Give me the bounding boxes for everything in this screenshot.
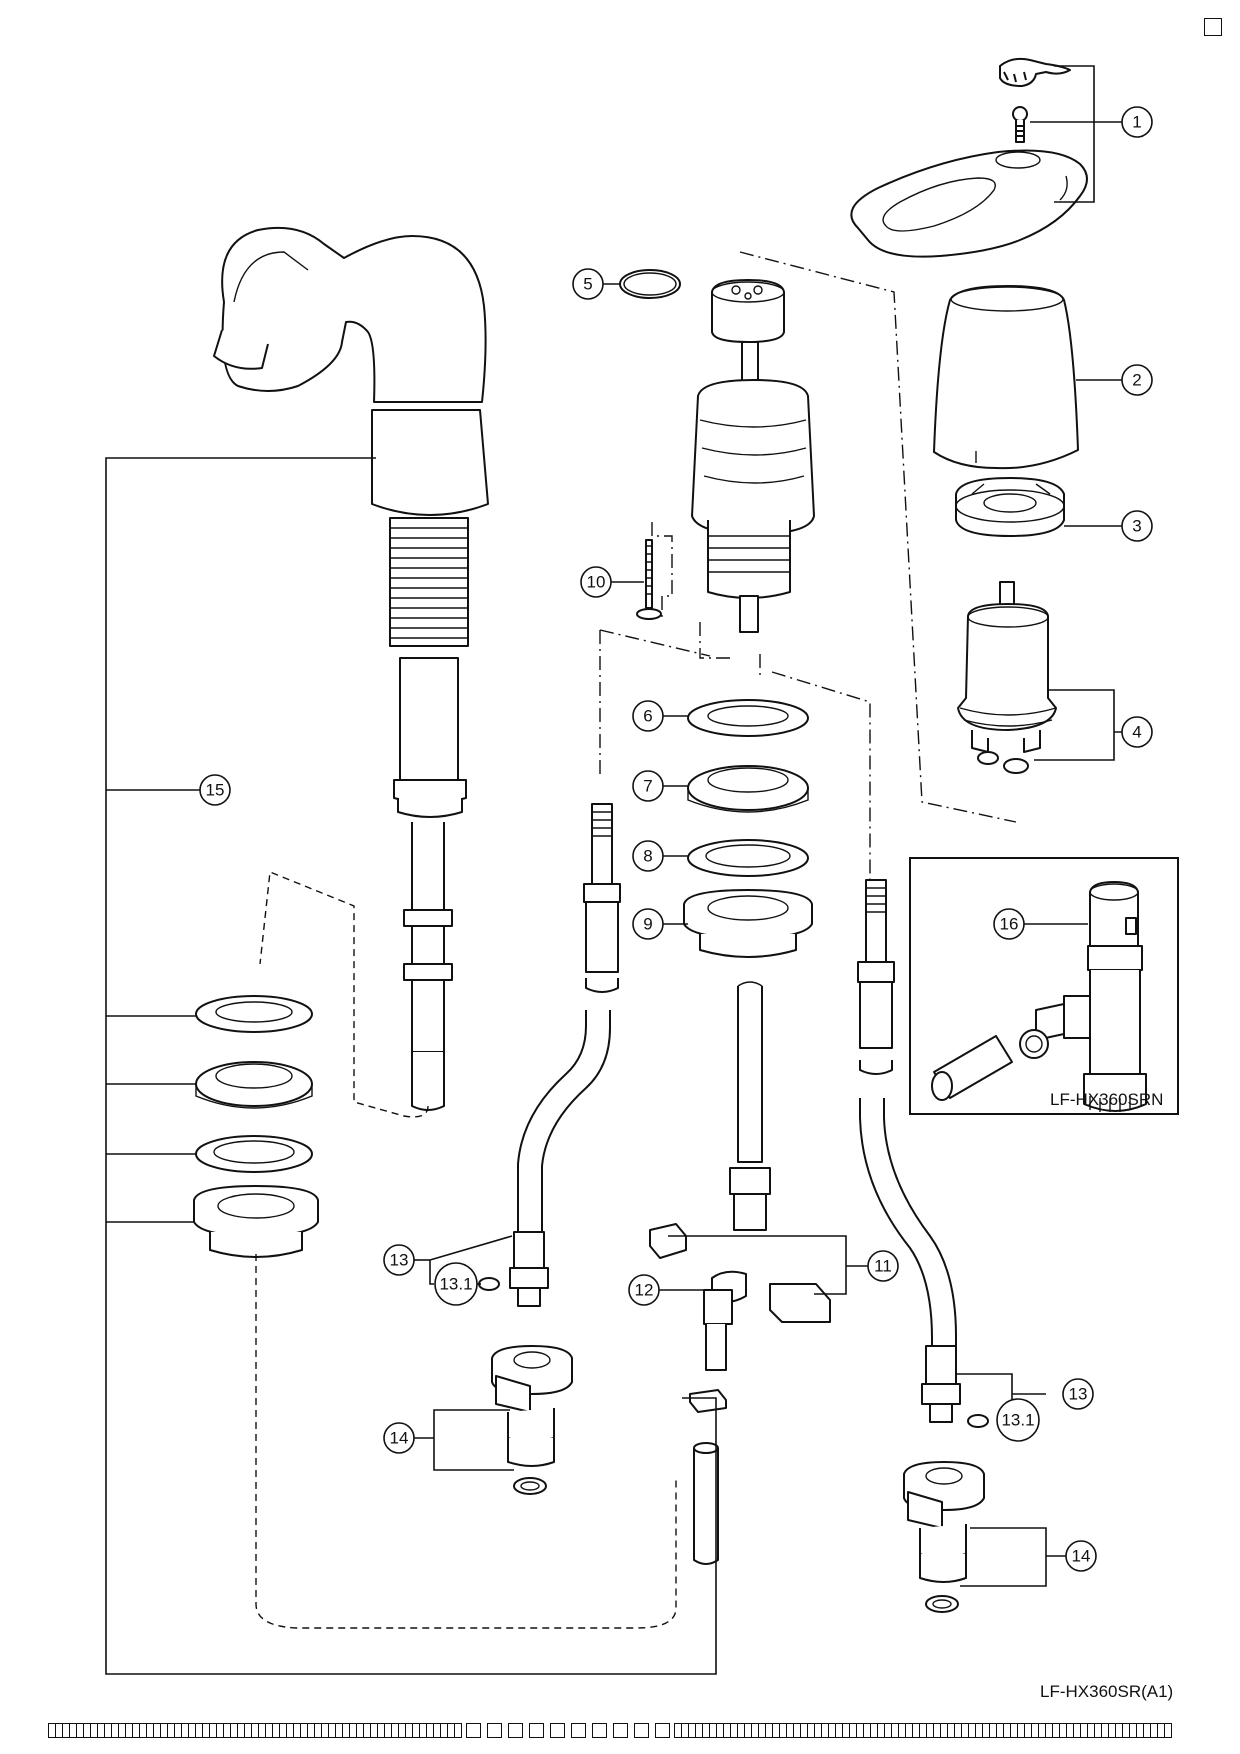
o-ring-part [619,269,681,299]
callout-4: 4 [1121,716,1153,748]
callout-11: 11 [867,1250,899,1282]
callout-12-label: 12 [635,1281,654,1300]
callout-4-label: 4 [1132,723,1141,742]
callout-5-label: 5 [583,275,592,294]
spout-washer-2-part [195,1061,313,1109]
leader-lines [105,65,1146,1675]
callout-15: 15 [199,774,231,806]
assembly-guide-lines [255,251,1017,1629]
footer-strip [48,1722,1192,1738]
callout-6-label: 6 [643,707,652,726]
center-hose-part [649,981,831,1565]
callout-13-1-left-label: 13.1 [439,1275,472,1294]
callout-7: 7 [632,770,664,802]
callout-12: 12 [628,1274,660,1306]
footer-box [592,1722,607,1738]
handle-cover-part [933,285,1079,470]
footer-box [550,1722,565,1738]
footer-segment-left [48,1722,462,1738]
footer-box [634,1722,649,1738]
callout-13-1-right: 13.1 [996,1398,1040,1442]
spout-body-part [213,226,489,1111]
callout-14-left-label: 14 [390,1429,409,1448]
footer-box [655,1722,670,1738]
callout-14-right-label: 14 [1072,1547,1091,1566]
callout-3: 3 [1121,510,1153,542]
lock-nut-part [683,889,813,958]
callout-13-right: 13 [1062,1378,1094,1410]
callout-13-left-label: 13 [390,1251,409,1270]
footer-box [613,1722,628,1738]
callout-3-label: 3 [1132,517,1141,536]
footer-box [487,1722,502,1738]
variant-model-label: LF-HX360SRN [1050,1090,1164,1109]
footer-box [466,1722,481,1738]
footer-segment-right [674,1722,1172,1738]
footer-box-row [466,1722,670,1738]
right-supply-hose-part [857,879,989,1428]
quick-connector-left-part [491,1345,573,1495]
spout-washer-3-part [195,1135,313,1173]
variant-inset-frame [909,857,1179,1115]
callout-8: 8 [632,840,664,872]
lever-handle-part [850,57,1088,258]
cartridge-part [957,581,1057,774]
callout-8-label: 8 [643,847,652,866]
callout-10-label: 10 [587,573,606,592]
callout-13-left: 13 [383,1244,415,1276]
callout-14-right: 14 [1065,1540,1097,1572]
callout-11-label: 11 [874,1257,892,1276]
washer-8-part [687,839,809,877]
callout-5: 5 [572,268,604,300]
callout-7-label: 7 [643,777,652,796]
callout-6: 6 [632,700,664,732]
left-supply-hose-part [478,803,621,1307]
corner-checkbox [1204,18,1222,36]
callout-15-label: 15 [206,781,225,800]
variant-fitting-part [931,881,1147,1112]
spout-nut-part [193,1185,319,1258]
quick-connector-right-part [903,1461,985,1613]
screw-part [636,539,662,620]
callout-10: 10 [580,566,612,598]
callout-13-1-left: 13.1 [434,1262,478,1306]
callout-16-label: 16 [1000,915,1019,934]
callout-13-right-label: 13 [1069,1385,1088,1404]
washer-6-part [687,699,809,737]
footer-box [529,1722,544,1738]
footer-box [508,1722,523,1738]
callout-16: 16 [993,908,1025,940]
callout-9: 9 [632,908,664,940]
footer-box [571,1722,586,1738]
callout-9-label: 9 [643,915,652,934]
callout-2: 2 [1121,364,1153,396]
valve-body-part [691,279,815,633]
model-code-label: LF-HX360SR(A1) [1040,1682,1174,1701]
callout-13-1-right-label: 13.1 [1001,1411,1034,1430]
callout-1: 1 [1121,106,1153,138]
callout-14-left: 14 [383,1422,415,1454]
hex-nut-part [955,477,1065,537]
washer-7-part [687,765,809,813]
callout-2-label: 2 [1132,371,1141,390]
callout-1-label: 1 [1132,113,1141,132]
spout-washer-1-part [195,995,313,1033]
